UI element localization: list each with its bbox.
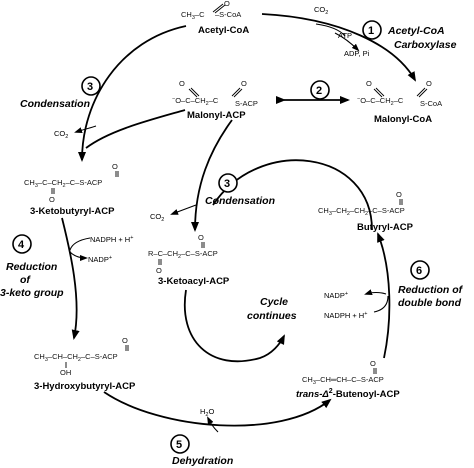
dehydration-arrow: [103, 391, 332, 427]
reagent-co2-1: CO2: [314, 5, 328, 16]
reagent-nadp-2: NADP+: [324, 291, 348, 300]
svg-text:CH3–CH2–CH2–C–S-ACP: CH3–CH2–CH2–C–S-ACP: [318, 206, 405, 217]
svg-text:O: O: [426, 79, 432, 88]
condensation-label-left: Condensation: [20, 98, 90, 110]
svg-text:3: 3: [87, 81, 93, 93]
svg-text:2: 2: [316, 85, 322, 97]
co2-in-arrow: [315, 23, 346, 37]
butenoyl-acp-structure: O CH3–CH═CH–C–S-ACP trans-Δ2-Butenoyl-AC…: [296, 359, 400, 400]
reagent-co2-3: CO2: [150, 212, 164, 223]
reagent-co2-2: CO2: [54, 129, 68, 140]
butenoyl-acp-name: trans-Δ2-Butenoyl-ACP: [296, 388, 400, 400]
svg-text:O: O: [224, 0, 230, 8]
svg-text:O: O: [241, 79, 247, 88]
nadp-out-arrow-1: [69, 251, 88, 261]
svg-text:O: O: [112, 162, 118, 171]
reduction-double-label-line2: double bond: [398, 297, 462, 309]
step-2-marker: 2: [310, 80, 330, 100]
malonyl-join-arrow: [85, 109, 186, 149]
ketobutyryl-acp-structure: O CH3–C–CH2–C–S-ACP O 3-Ketobutyryl-ACP: [24, 162, 119, 217]
butyryl-acp-structure: O CH3–CH2–CH2–C–S-ACP Butyryl-ACP: [318, 190, 414, 233]
double-bond-reduction-arrow: [377, 232, 391, 359]
svg-text:O: O: [49, 195, 55, 204]
malonyl-acp-name: Malonyl-ACP: [187, 110, 246, 121]
ketoacyl-acp-structure: O R–C–CH2–C–S-ACP O 3-Ketoacyl-ACP: [148, 233, 230, 287]
reduction-keto-label-line3: 3-keto group: [0, 287, 64, 299]
hydroxybutyryl-acp-name: 3-Hydroxybutyryl-ACP: [34, 381, 136, 392]
reduction-keto-label-line1: Reduction: [6, 261, 57, 273]
first-condensation-arrow: [78, 25, 187, 162]
acetyl-coa-structure: CH3–C O –S-CoA Acetyl-CoA: [181, 0, 249, 36]
adp-out-arrow: [334, 32, 360, 52]
water-out-arrow: [207, 416, 219, 433]
co2-release-arrow-2: [170, 204, 197, 215]
svg-text:O: O: [179, 79, 185, 88]
condensation-label-center: Condensation: [205, 195, 275, 207]
ketoacyl-acp-name: 3-Ketoacyl-ACP: [158, 276, 230, 287]
svg-text:CH3–C: CH3–C: [181, 10, 205, 21]
svg-text:3: 3: [224, 178, 230, 190]
reduction-keto-label-line2: of: [20, 274, 31, 286]
carboxylation-arrow: [261, 13, 416, 82]
cycle-continues-label-line1: Cycle: [260, 296, 288, 308]
step-6-marker: 6: [410, 260, 430, 280]
cycle-continues-arrow: [183, 289, 285, 363]
svg-text:O: O: [396, 190, 402, 199]
svg-text:O: O: [370, 359, 376, 368]
svg-text:−O–C–CH2–C: −O–C–CH2–C: [172, 96, 219, 107]
svg-text:6: 6: [416, 265, 422, 277]
svg-text:CH3–CH–CH2–C–S-ACP: CH3–CH–CH2–C–S-ACP: [34, 352, 118, 363]
svg-text:4: 4: [18, 239, 25, 251]
reagent-adp-pi: ADP, Pi: [344, 49, 370, 58]
reagent-nadph-1: NADPH + H+: [90, 235, 133, 244]
step-3-marker-center: 3: [218, 173, 238, 193]
step-5-marker: 5: [170, 434, 190, 454]
reagent-atp: ATP: [338, 31, 352, 40]
dehydration-label: Dehydration: [172, 455, 233, 467]
svg-text:O: O: [156, 266, 162, 275]
step-1-marker: 1: [362, 20, 382, 40]
step-3-marker-left: 3: [81, 76, 101, 96]
svg-text:OH: OH: [60, 368, 71, 377]
svg-text:S-CoA: S-CoA: [420, 99, 442, 108]
hydroxybutyryl-acp-structure: O CH3–CH–CH2–C–S-ACP OH 3-Hydroxybutyryl…: [34, 336, 136, 392]
malonyl-acp-structure: O −O–C–CH2–C O S-ACP Malonyl-ACP: [172, 79, 258, 121]
reagent-h2o: H2O: [200, 407, 214, 418]
reduction-double-label-line1: Reduction of: [398, 284, 464, 296]
acc-label-line1: Acetyl-CoA: [387, 25, 445, 37]
svg-text:CH3–CH═CH–C–S-ACP: CH3–CH═CH–C–S-ACP: [302, 375, 384, 386]
step-4-marker: 4: [12, 234, 32, 254]
butyryl-acp-name: Butyryl-ACP: [357, 222, 414, 233]
svg-text:5: 5: [176, 439, 182, 451]
svg-text:O: O: [122, 336, 128, 345]
svg-text:S-ACP: S-ACP: [235, 99, 258, 108]
malonyl-coa-structure: O −O–C–CH2–C O S-CoA Malonyl-CoA: [357, 79, 442, 125]
svg-text:CH3–C–CH2–C–S-ACP: CH3–C–CH2–C–S-ACP: [24, 178, 102, 189]
svg-text:R–C–CH2–C–S-ACP: R–C–CH2–C–S-ACP: [148, 249, 218, 260]
ketobutyryl-acp-name: 3-Ketobutyryl-ACP: [30, 206, 115, 217]
svg-text:–S-CoA: –S-CoA: [215, 10, 241, 19]
svg-text:O: O: [366, 79, 372, 88]
reagent-nadp-1: NADP+: [88, 255, 112, 264]
cycle-continues-label-line2: continues: [247, 310, 297, 322]
nadph-in-arrow-2: [373, 295, 389, 313]
co2-release-arrow-1: [74, 125, 97, 133]
acc-label-line2: Carboxylase: [394, 39, 457, 51]
reagent-nadph-2: NADPH + H+: [324, 311, 367, 320]
svg-text:O: O: [198, 233, 204, 242]
nadp-out-arrow-2: [364, 289, 387, 295]
svg-text:1: 1: [368, 25, 374, 37]
nadph-in-arrow-1: [69, 237, 91, 251]
svg-text:−O–C–CH2–C: −O–C–CH2–C: [357, 96, 404, 107]
keto-reduction-arrow: [61, 217, 80, 340]
acetyl-coa-name: Acetyl-CoA: [198, 25, 249, 36]
malonyl-coa-name: Malonyl-CoA: [374, 114, 432, 125]
second-condensation-arrow: [191, 119, 233, 232]
